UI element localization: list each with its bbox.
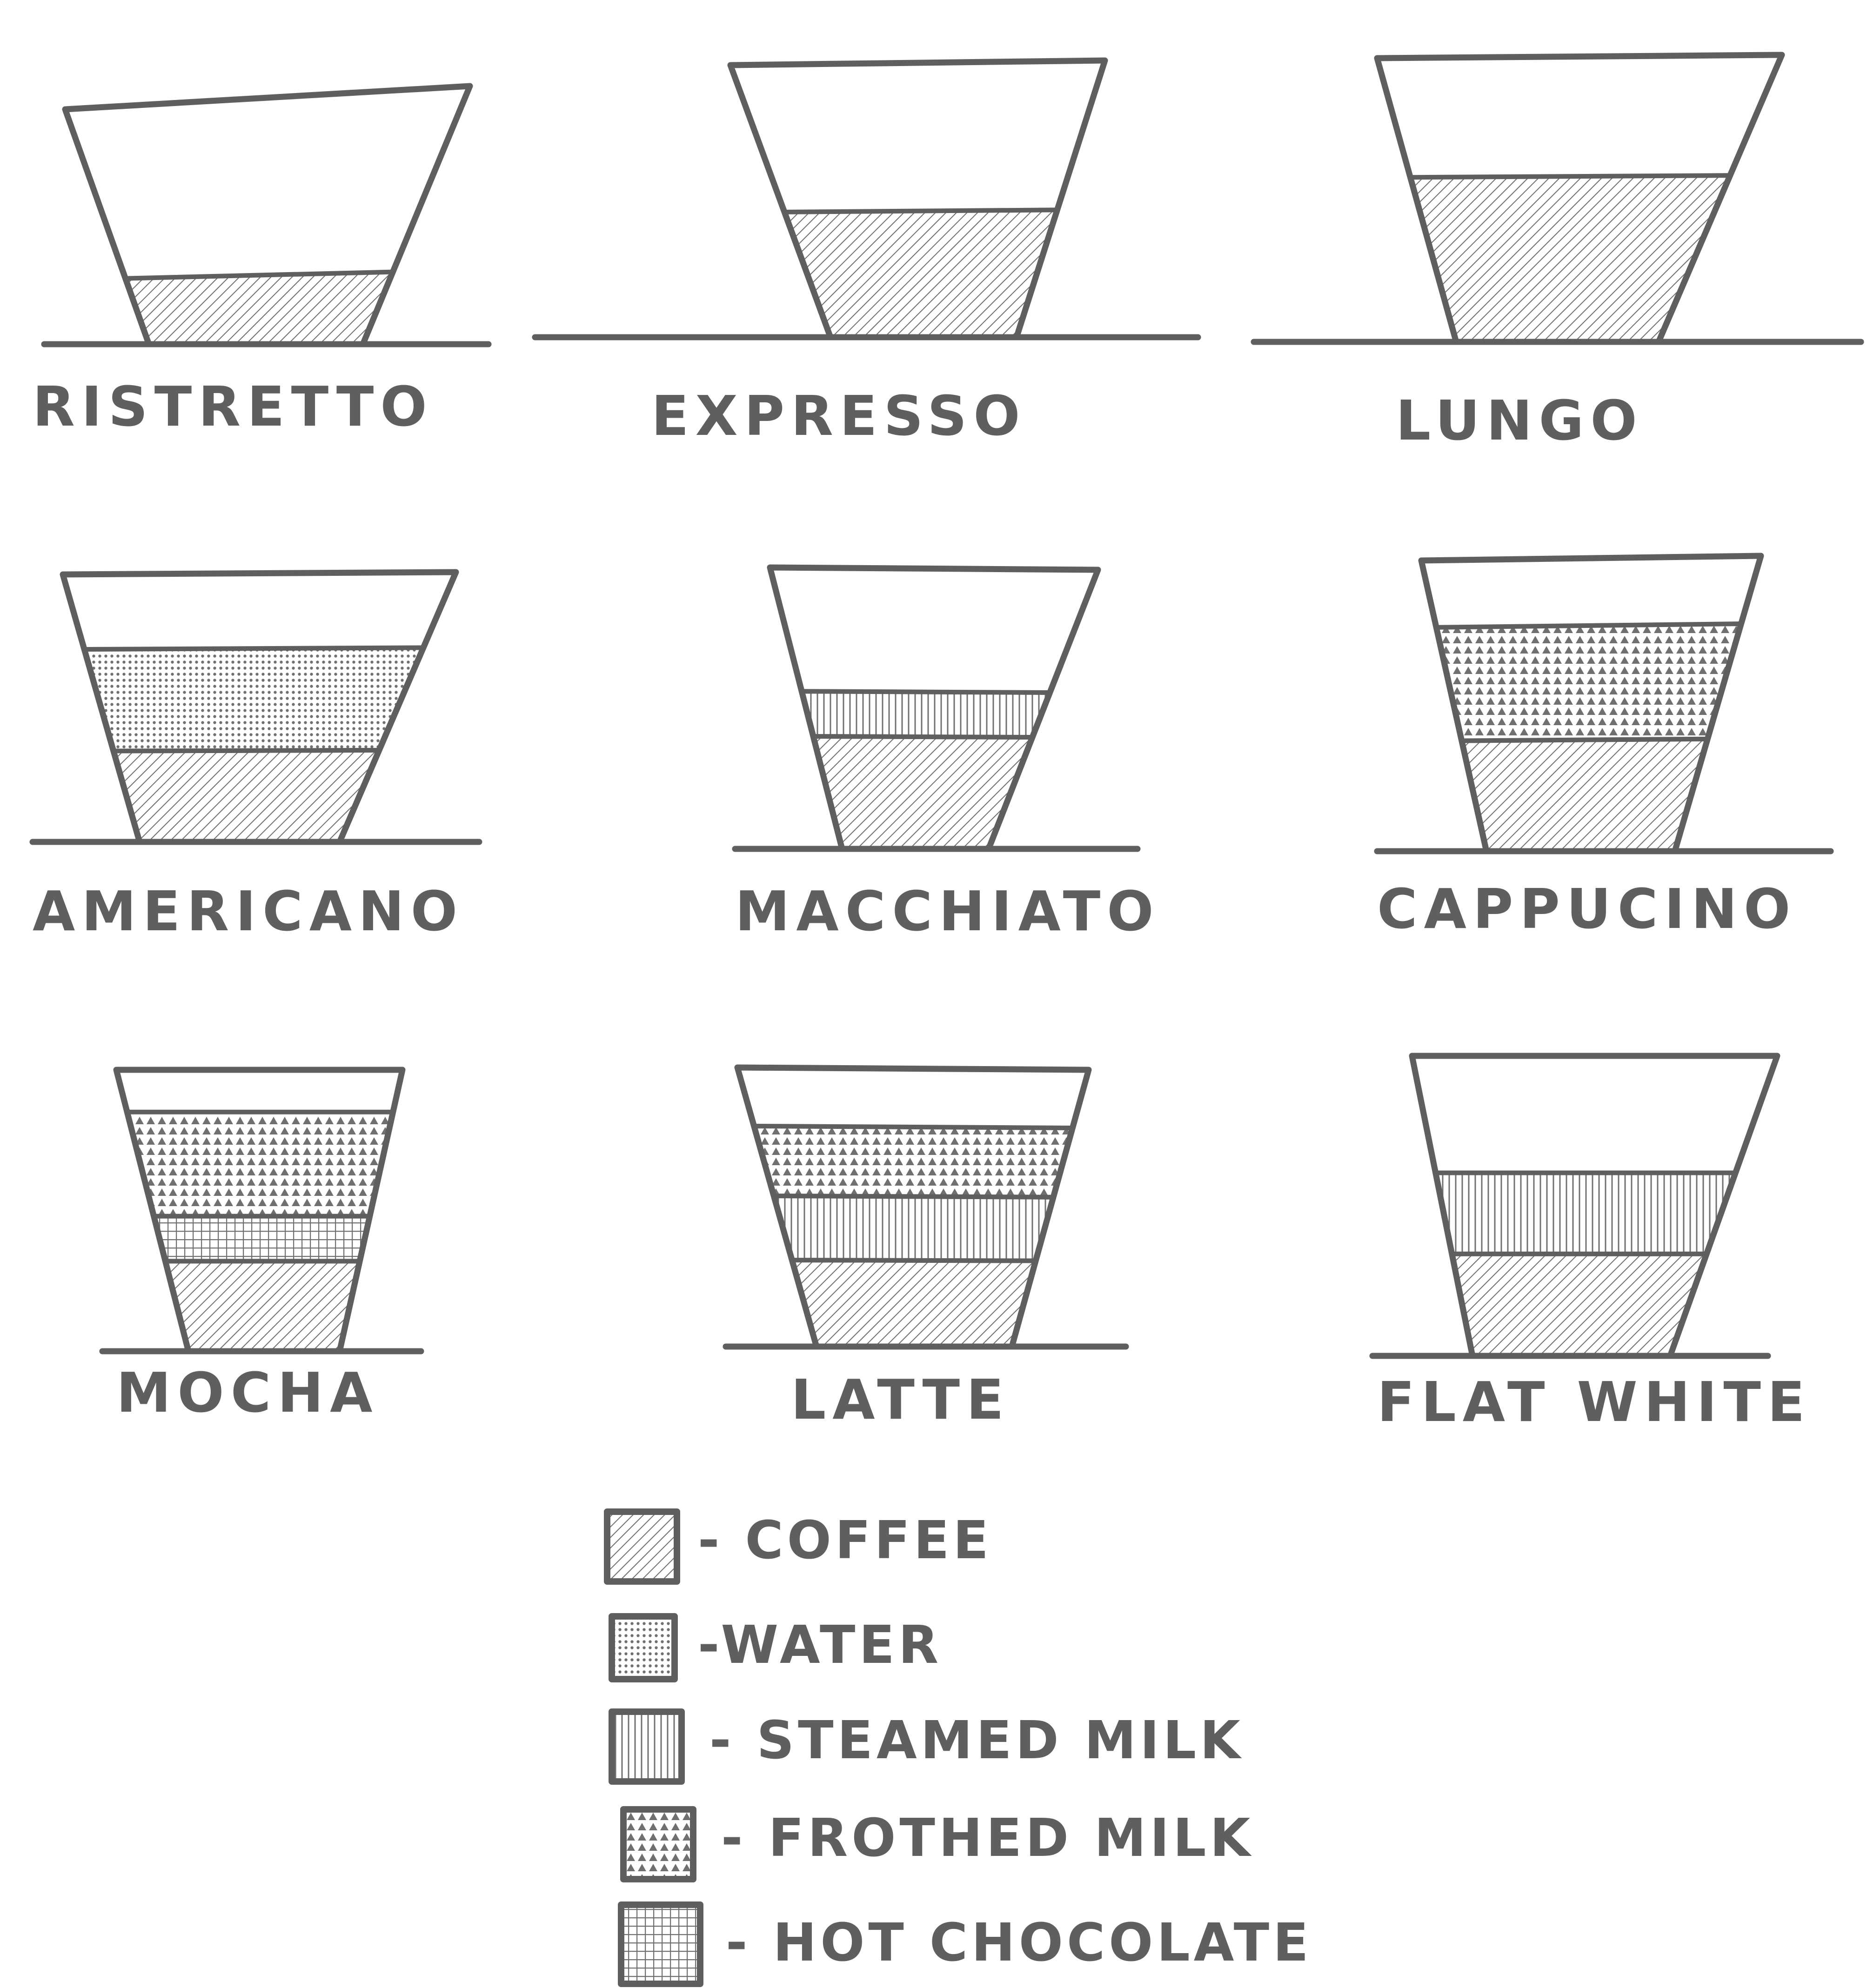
- layer-frothed-milk: [751, 1124, 1075, 1200]
- cup-outline: [734, 1064, 1092, 1350]
- drink-mocha: MOCHA: [99, 1067, 424, 1425]
- legend-item-hot-chocolate: - HOT CHOCOLATE: [618, 1901, 1312, 1987]
- drink-ristretto: RISTRETTO: [33, 83, 492, 439]
- cup-outline: [727, 57, 1108, 340]
- cup-outline: [1418, 553, 1764, 854]
- cup-outline: [1374, 52, 1785, 345]
- layer-water: [82, 645, 426, 754]
- legend-item-water: -WATER: [609, 1613, 942, 1682]
- legend-swatch: [604, 1508, 680, 1585]
- drink-label: FLAT WHITE: [1377, 1370, 1811, 1434]
- layer-coffee: [163, 1259, 362, 1354]
- legend: - COFFEE -WATER - STEAMED MILK - FROTHED MI…: [604, 1508, 1312, 1987]
- layer-coffee: [811, 734, 1035, 851]
- legend-swatch: [609, 1708, 685, 1785]
- cup-outline: [62, 83, 473, 347]
- drink-label: CAPPUCINO: [1377, 877, 1797, 941]
- layer-coffee: [790, 1258, 1038, 1349]
- layer-hot-chocolate: [151, 1214, 372, 1264]
- drink-label: MOCHA: [116, 1361, 379, 1425]
- layer-coffee: [111, 747, 381, 844]
- legend-swatch: [609, 1613, 678, 1682]
- drinks-group: RISTRETTO EXPRESSO LUNGO AMERICANO MACCHIATO…: [29, 52, 1864, 1434]
- drink-label: MACCHIATO: [735, 879, 1160, 943]
- drink-americano: AMERICANO: [29, 569, 482, 943]
- drink-lungo: LUNGO: [1251, 52, 1864, 453]
- legend-label: - FROTHED MILK: [721, 1808, 1254, 1868]
- drink-label: LATTE: [791, 1368, 1010, 1432]
- legend-label: - COFFEE: [698, 1510, 992, 1571]
- legend-label: - STEAMED MILK: [709, 1710, 1244, 1771]
- drink-latte: LATTE: [723, 1064, 1129, 1432]
- legend-item-coffee: - COFFEE: [604, 1508, 992, 1585]
- legend-swatch: [618, 1901, 703, 1987]
- layer-frothed-milk: [125, 1109, 395, 1219]
- layer-coffee: [1449, 1251, 1709, 1358]
- legend-label: -WATER: [698, 1615, 942, 1675]
- legend-label: - HOT CHOCOLATE: [726, 1913, 1312, 1973]
- drink-expresso: EXPRESSO: [532, 57, 1201, 448]
- drink-flat-white: FLAT WHITE: [1369, 1053, 1811, 1434]
- layer-steamed-milk: [799, 689, 1052, 740]
- layer-coffee: [123, 269, 395, 347]
- legend-swatch: [620, 1806, 696, 1882]
- layer-frothed-milk: [1434, 621, 1744, 743]
- cup-outline: [767, 564, 1101, 852]
- legend-item-steamed-milk: - STEAMED MILK: [609, 1708, 1244, 1785]
- drink-cappucino: CAPPUCINO: [1374, 553, 1834, 941]
- legend-item-frothed-milk: - FROTHED MILK: [620, 1806, 1254, 1882]
- cup-outline: [113, 1067, 406, 1354]
- layer-steamed-milk: [771, 1194, 1056, 1263]
- drink-label: LUNGO: [1396, 388, 1644, 453]
- drink-label: AMERICANO: [33, 879, 464, 943]
- layer-coffee: [1408, 173, 1733, 344]
- cup-outline: [1409, 1053, 1780, 1359]
- layer-coffee: [1459, 736, 1710, 854]
- drink-label: EXPRESSO: [651, 384, 1027, 448]
- layer-steamed-milk: [1433, 1170, 1738, 1256]
- cup-outline: [60, 569, 459, 845]
- drink-macchiato: MACCHIATO: [732, 564, 1160, 943]
- drink-label: RISTRETTO: [33, 374, 434, 439]
